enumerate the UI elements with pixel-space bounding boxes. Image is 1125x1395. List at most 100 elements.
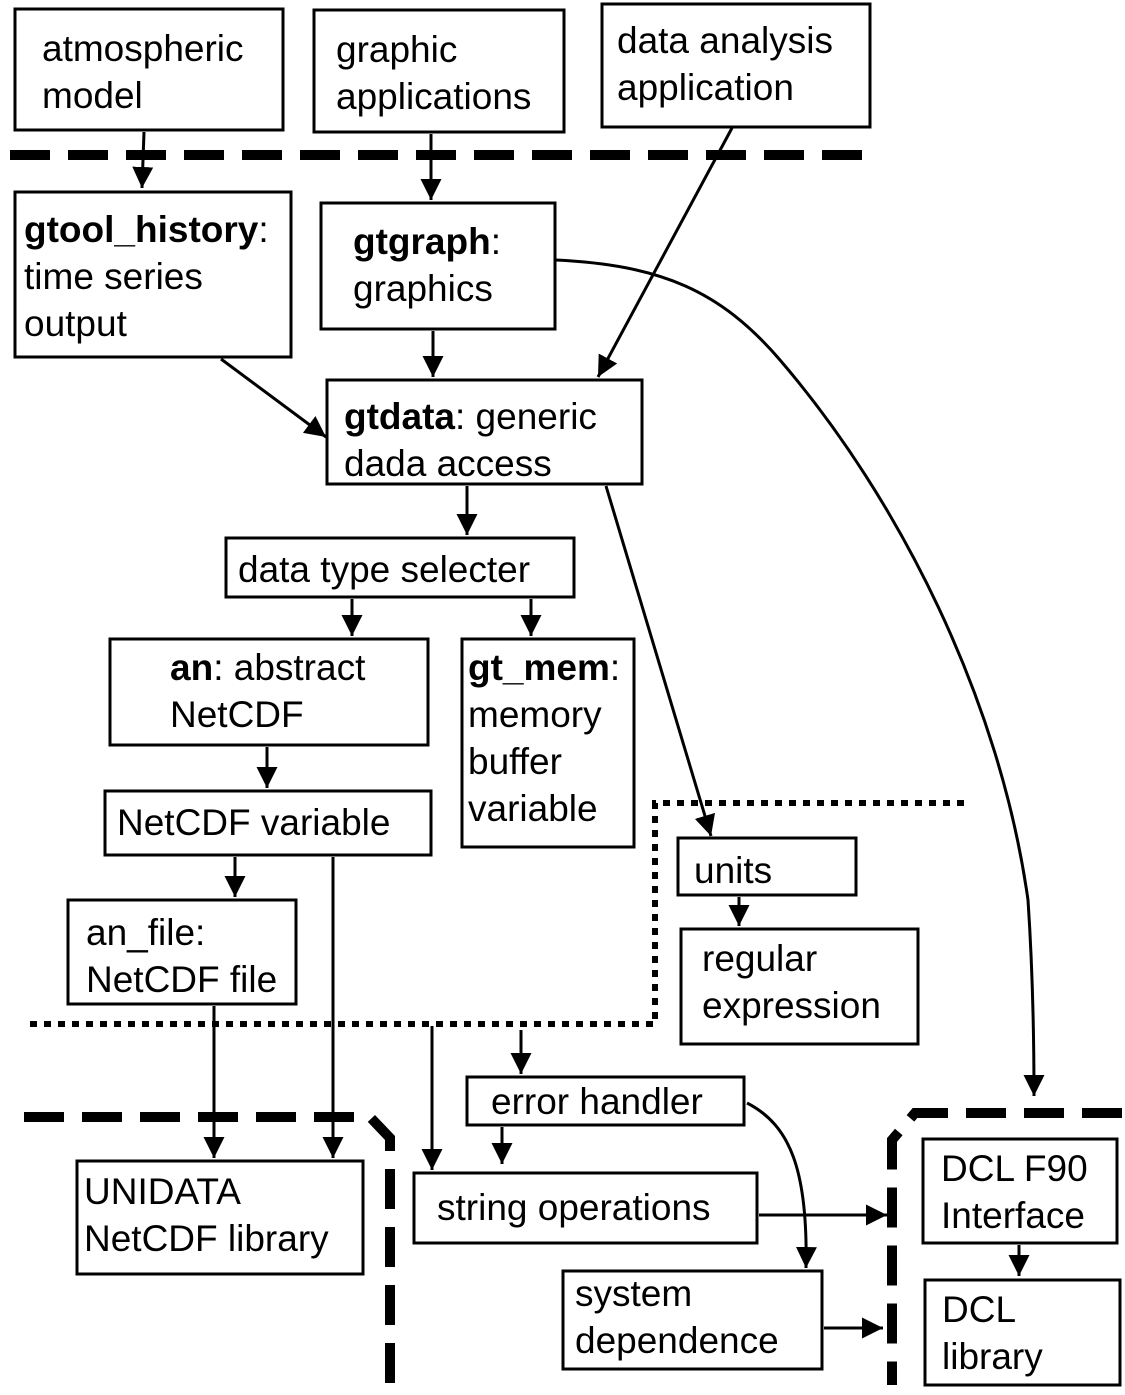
node-label-line: NetCDF variable — [117, 802, 390, 843]
edge-gtool-history-to-gtdata — [220, 357, 327, 439]
node-label-line: gtdata: generic — [344, 396, 597, 437]
node-box — [224, 536, 576, 599]
label-text: dependence — [575, 1320, 779, 1361]
node-box — [923, 1278, 1122, 1387]
label-text: NetCDF — [170, 694, 304, 735]
node-box — [412, 1171, 759, 1245]
netcdf-library-boundary — [24, 1112, 395, 1385]
node-box — [460, 637, 636, 849]
label-text: application — [617, 67, 794, 108]
module-name: gtool_history — [24, 209, 259, 250]
label-text: dada access — [344, 443, 552, 484]
label-text: DCL F90 — [941, 1148, 1088, 1189]
node-label-line: an_file: — [86, 912, 205, 953]
node-label-line: graphics — [353, 268, 493, 309]
node-label-line: data analysis — [617, 20, 833, 61]
node-units: units — [676, 836, 858, 897]
label-text: : — [610, 647, 620, 688]
label-text: atmospheric — [42, 28, 244, 69]
label-text: variable — [468, 788, 598, 829]
node-label-line: expression — [702, 985, 881, 1026]
label-text: : generic — [455, 396, 597, 437]
module-name: gt_mem — [468, 647, 610, 688]
edge-atmospheric-model-to-gtool-history — [132, 131, 154, 189]
edge-gtdata-to-units — [604, 485, 716, 837]
node-box — [103, 789, 433, 857]
node-label-line: gtgraph: — [353, 221, 501, 262]
node-label-line: data type selecter — [238, 549, 530, 590]
label-text: NetCDF file — [86, 959, 277, 1000]
node-box — [13, 190, 293, 359]
label-text: data analysis — [617, 20, 833, 61]
node-gtgraph: gtgraph: graphics — [319, 201, 557, 331]
label-text: system — [575, 1273, 692, 1314]
node-gtdata: gtdata: generic dada access — [325, 378, 644, 486]
label-text: expression — [702, 985, 881, 1026]
label-text: buffer — [468, 741, 562, 782]
node-box — [679, 927, 920, 1046]
node-label-line: Interface — [941, 1195, 1085, 1236]
node-label-line: DCL F90 — [941, 1148, 1088, 1189]
node-an-file: an_file: NetCDF file — [66, 898, 298, 1006]
node-label-line: atmospheric — [42, 28, 244, 69]
label-text: graphic — [336, 29, 457, 70]
module-name: gtdata — [344, 396, 455, 437]
node-label-line: graphic — [336, 29, 457, 70]
label-text: NetCDF variable — [117, 802, 390, 843]
label-text: Interface — [941, 1195, 1085, 1236]
node-box — [312, 8, 566, 134]
label-text: string operations — [437, 1187, 711, 1228]
node-label-line: gtool_history: — [24, 209, 269, 250]
label-text: : abstract — [213, 647, 366, 688]
node-box — [921, 1137, 1119, 1245]
node-label-line: dada access — [344, 443, 552, 484]
node-label-line: NetCDF — [170, 694, 304, 735]
node-string-operations: string operations — [412, 1171, 759, 1245]
node-box — [108, 637, 430, 747]
node-box — [319, 201, 557, 331]
label-text: an_file: — [86, 912, 205, 953]
label-text: graphics — [353, 268, 493, 309]
node-atmospheric-model: atmospheric model — [13, 7, 285, 132]
node-label-line: an: abstract — [170, 647, 366, 688]
node-label-line: library — [942, 1336, 1043, 1377]
label-text: DCL — [942, 1289, 1016, 1330]
node-netcdf-variable: NetCDF variable — [103, 789, 433, 857]
node-label-line: string operations — [437, 1187, 711, 1228]
utility-layer-boundary — [30, 800, 965, 1027]
module-name: an — [170, 647, 213, 688]
label-text: model — [42, 75, 143, 116]
label-text: library — [942, 1336, 1043, 1377]
node-label-line: time series — [24, 256, 203, 297]
node-label-line: units — [694, 850, 772, 891]
node-label-line: memory — [468, 694, 602, 735]
node-box — [676, 836, 858, 897]
label-text: regular — [702, 938, 817, 979]
node-label-line: buffer — [468, 741, 562, 782]
node-dcl-library: DCL library — [923, 1278, 1122, 1387]
node-label-line: regular — [702, 938, 817, 979]
node-box — [600, 2, 872, 129]
node-box — [13, 7, 285, 132]
module-name: gtgraph — [353, 221, 491, 262]
node-box — [561, 1269, 824, 1371]
node-data-type-selecter: data type selecter — [224, 536, 576, 599]
node-box — [325, 378, 644, 486]
label-text: UNIDATA — [84, 1171, 241, 1212]
label-text: applications — [336, 76, 531, 117]
node-label-line: model — [42, 75, 143, 116]
node-system-dependence: system dependence — [561, 1269, 824, 1371]
node-label-line: system — [575, 1273, 692, 1314]
label-text: : — [491, 221, 501, 262]
label-text: time series — [24, 256, 203, 297]
node-label-line: error handler — [491, 1081, 703, 1122]
node-box — [75, 1159, 365, 1276]
node-graphic-applications: graphic applications — [312, 8, 566, 134]
label-text: memory — [468, 694, 602, 735]
node-label-line: dependence — [575, 1320, 779, 1361]
node-label-line: variable — [468, 788, 598, 829]
edge-error-handler-to-system-dependence — [746, 1101, 817, 1269]
